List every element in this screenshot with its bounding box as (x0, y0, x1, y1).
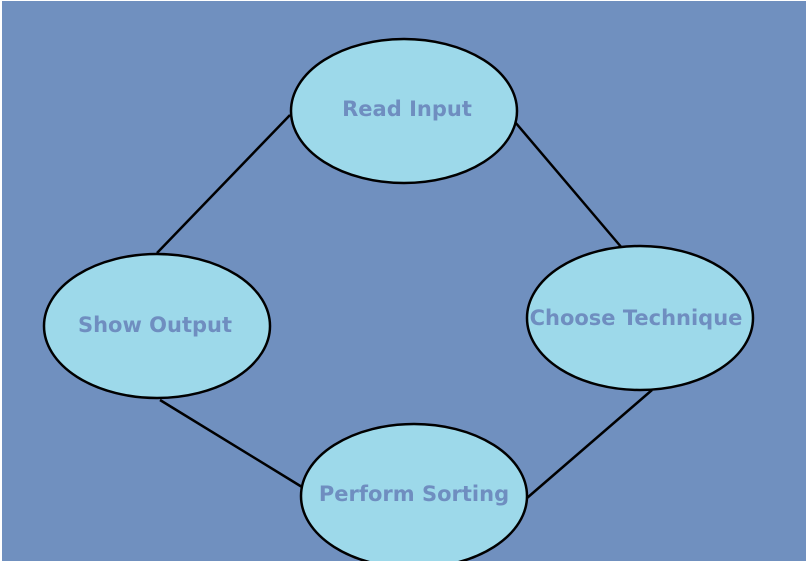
node-choose-technique-shape (525, 244, 755, 392)
node-read-input: Read Input (289, 37, 519, 185)
node-show-output-label: Show Output (78, 313, 232, 337)
node-show-output-shape (42, 252, 272, 400)
node-read-input-shape (289, 37, 519, 185)
top-edge-strip (0, 0, 806, 1)
node-choose-technique: Choose Technique (525, 244, 755, 392)
node-read-input-label: Read Input (342, 97, 472, 121)
node-perform-sorting-shape (299, 422, 529, 566)
left-edge-strip (0, 0, 2, 561)
node-perform-sorting-label: Perform Sorting (319, 482, 509, 506)
edge-choose-to-perform (526, 389, 653, 499)
edge-read-to-show (156, 114, 291, 254)
node-perform-sorting: Perform Sorting (299, 422, 529, 566)
node-show-output: Show Output (42, 252, 272, 400)
edge-read-to-choose (514, 121, 623, 249)
node-choose-technique-label: Choose Technique (530, 306, 743, 330)
edge-show-to-perform (159, 398, 303, 489)
